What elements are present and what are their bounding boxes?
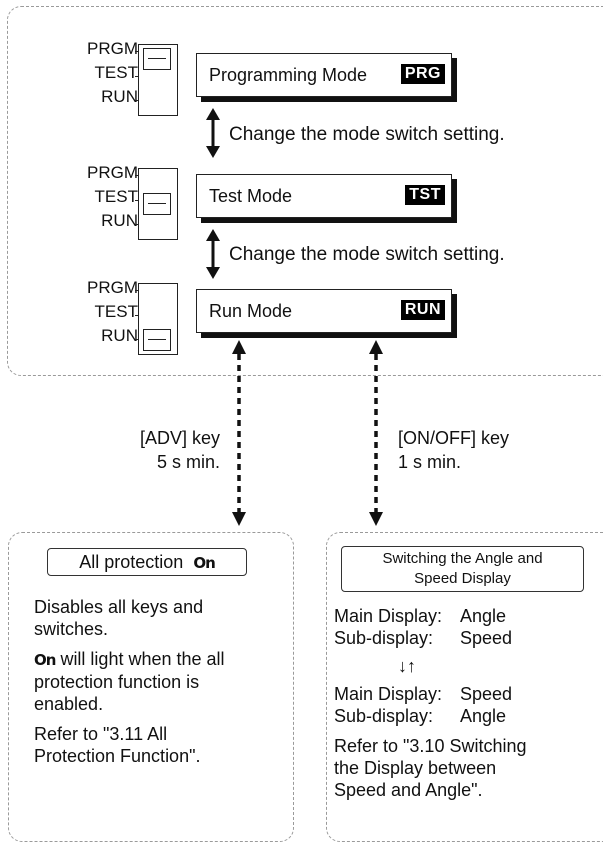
all-protection-title: All protection On xyxy=(47,548,247,576)
mode-panel xyxy=(7,6,603,376)
all-protection-body: Disables all keys and switches. On will … xyxy=(34,597,225,766)
change-mode-text: Change the mode switch setting. xyxy=(229,124,505,145)
switch-knob xyxy=(143,193,171,215)
programming-mode-box: Programming Mode PRG xyxy=(196,53,452,97)
double-arrow-icon xyxy=(206,108,220,158)
switch-knob xyxy=(143,48,171,70)
angle-speed-title: Switching the Angle and Speed Display xyxy=(341,546,584,592)
key-icon: On xyxy=(34,651,56,669)
dashed-arrow-right-icon xyxy=(369,340,383,526)
mode-switch-run xyxy=(135,283,178,355)
double-arrow-icon xyxy=(206,229,220,279)
mode-name: Test Mode xyxy=(209,186,293,206)
change-mode-text: Change the mode switch setting. xyxy=(229,244,505,265)
mode-code-badge: TST xyxy=(405,185,445,205)
mode-code-badge: RUN xyxy=(400,300,445,320)
angle-speed-body: Main Display:Angle Sub-display:Speed ↓↑ … xyxy=(334,605,594,801)
dashed-arrow-left-icon xyxy=(232,340,246,526)
key-icon: On xyxy=(193,554,215,572)
mode-name: Programming Mode xyxy=(209,65,368,85)
mode-switch-tst xyxy=(135,168,178,240)
run-mode-box: Run Mode RUN xyxy=(196,289,452,333)
swap-arrows-icon: ↓↑ xyxy=(398,656,416,676)
mode-name: Run Mode xyxy=(209,301,293,321)
test-mode-box: Test Mode TST xyxy=(196,174,452,218)
mode-code-badge: PRG xyxy=(400,64,445,84)
switch-knob xyxy=(143,329,171,351)
mode-switch-prg xyxy=(135,44,178,116)
